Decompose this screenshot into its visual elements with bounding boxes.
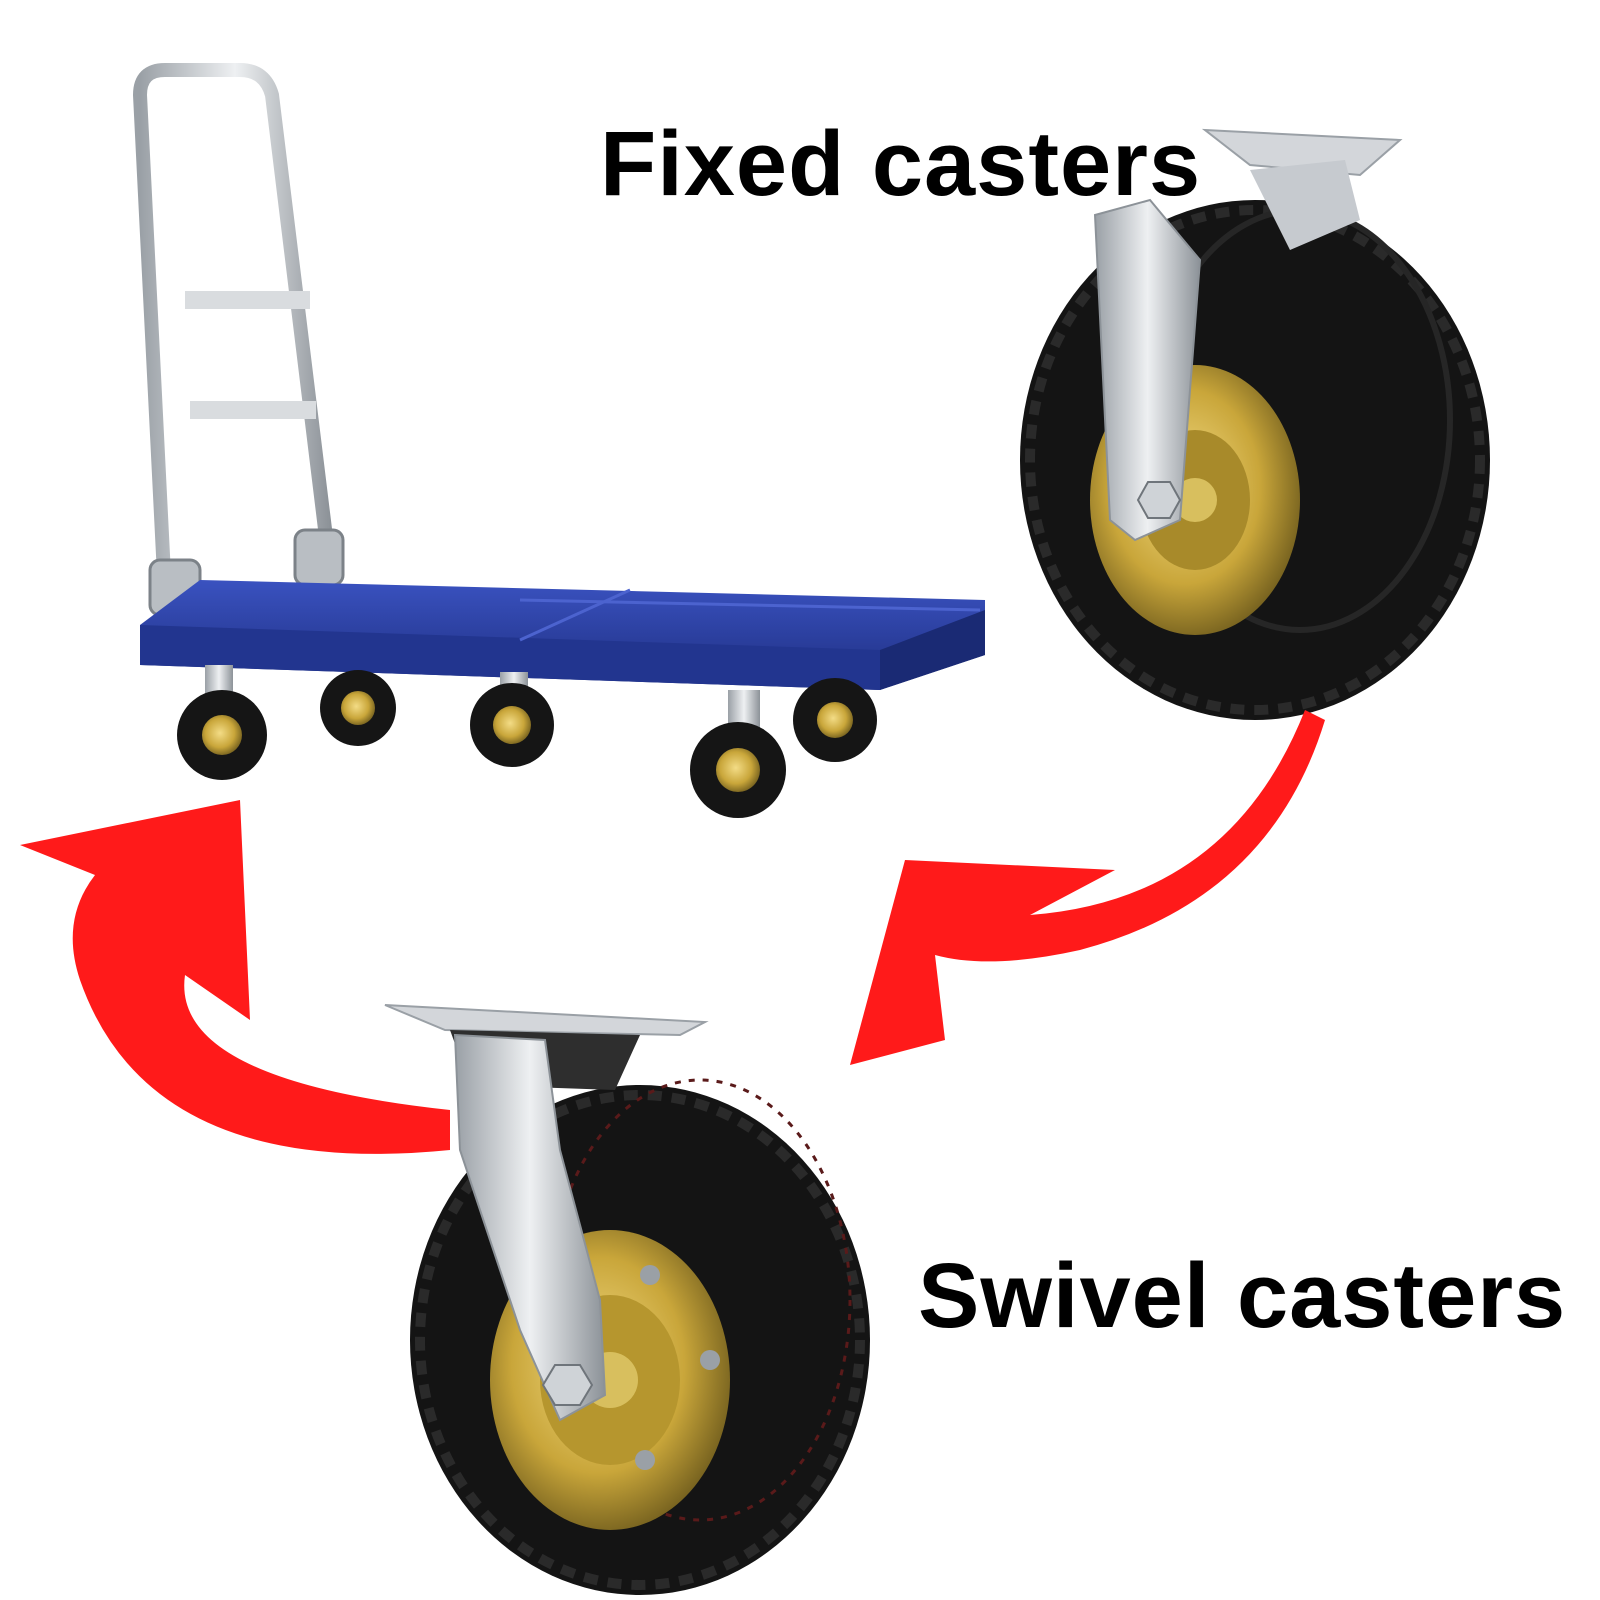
curved-arrow-icon [20, 800, 450, 1154]
curved-arrow-icon [850, 710, 1325, 1065]
cart-wheel [320, 670, 396, 746]
fixed-caster-wheel-icon [1020, 128, 1490, 720]
fixed-casters-label: Fixed casters [600, 113, 1202, 215]
cart-wheel [177, 665, 267, 780]
cart-wheel [793, 678, 877, 762]
swivel-caster-wheel-icon [384, 1004, 870, 1595]
cart-wheel [470, 672, 554, 767]
platform-cart-icon [132, 63, 985, 818]
swivel-casters-label: Swivel casters [918, 1245, 1567, 1347]
cart-wheel [690, 690, 786, 818]
